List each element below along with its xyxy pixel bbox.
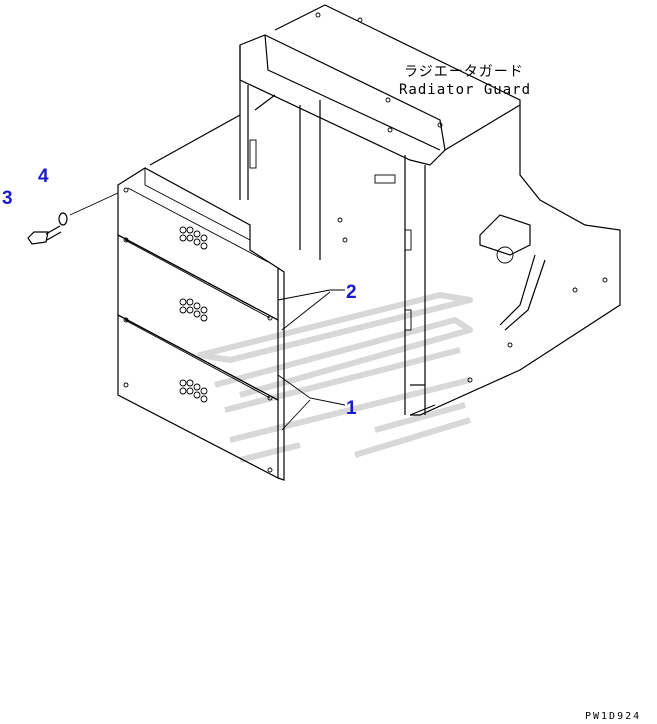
drawing-code: PW1D924 (585, 711, 641, 722)
vent-holes-top (179, 226, 208, 250)
callout-3: 3 (2, 188, 13, 209)
callout-2: 2 (346, 282, 357, 303)
washer (58, 212, 68, 226)
radiator-guard-frame (149, 4, 621, 416)
callout-4: 4 (38, 166, 49, 187)
vent-holes-middle (179, 298, 208, 322)
callout-1: 1 (346, 398, 357, 419)
title-english: Radiator Guard (399, 82, 531, 98)
vent-holes-bottom (179, 379, 208, 403)
watermark-logo (197, 292, 473, 463)
title-japanese: ラジエータガード (404, 64, 524, 80)
bolt-axis-line (69, 192, 119, 216)
guard-panels (117, 167, 285, 481)
leader-lines (277, 289, 346, 431)
bolt (27, 225, 62, 245)
